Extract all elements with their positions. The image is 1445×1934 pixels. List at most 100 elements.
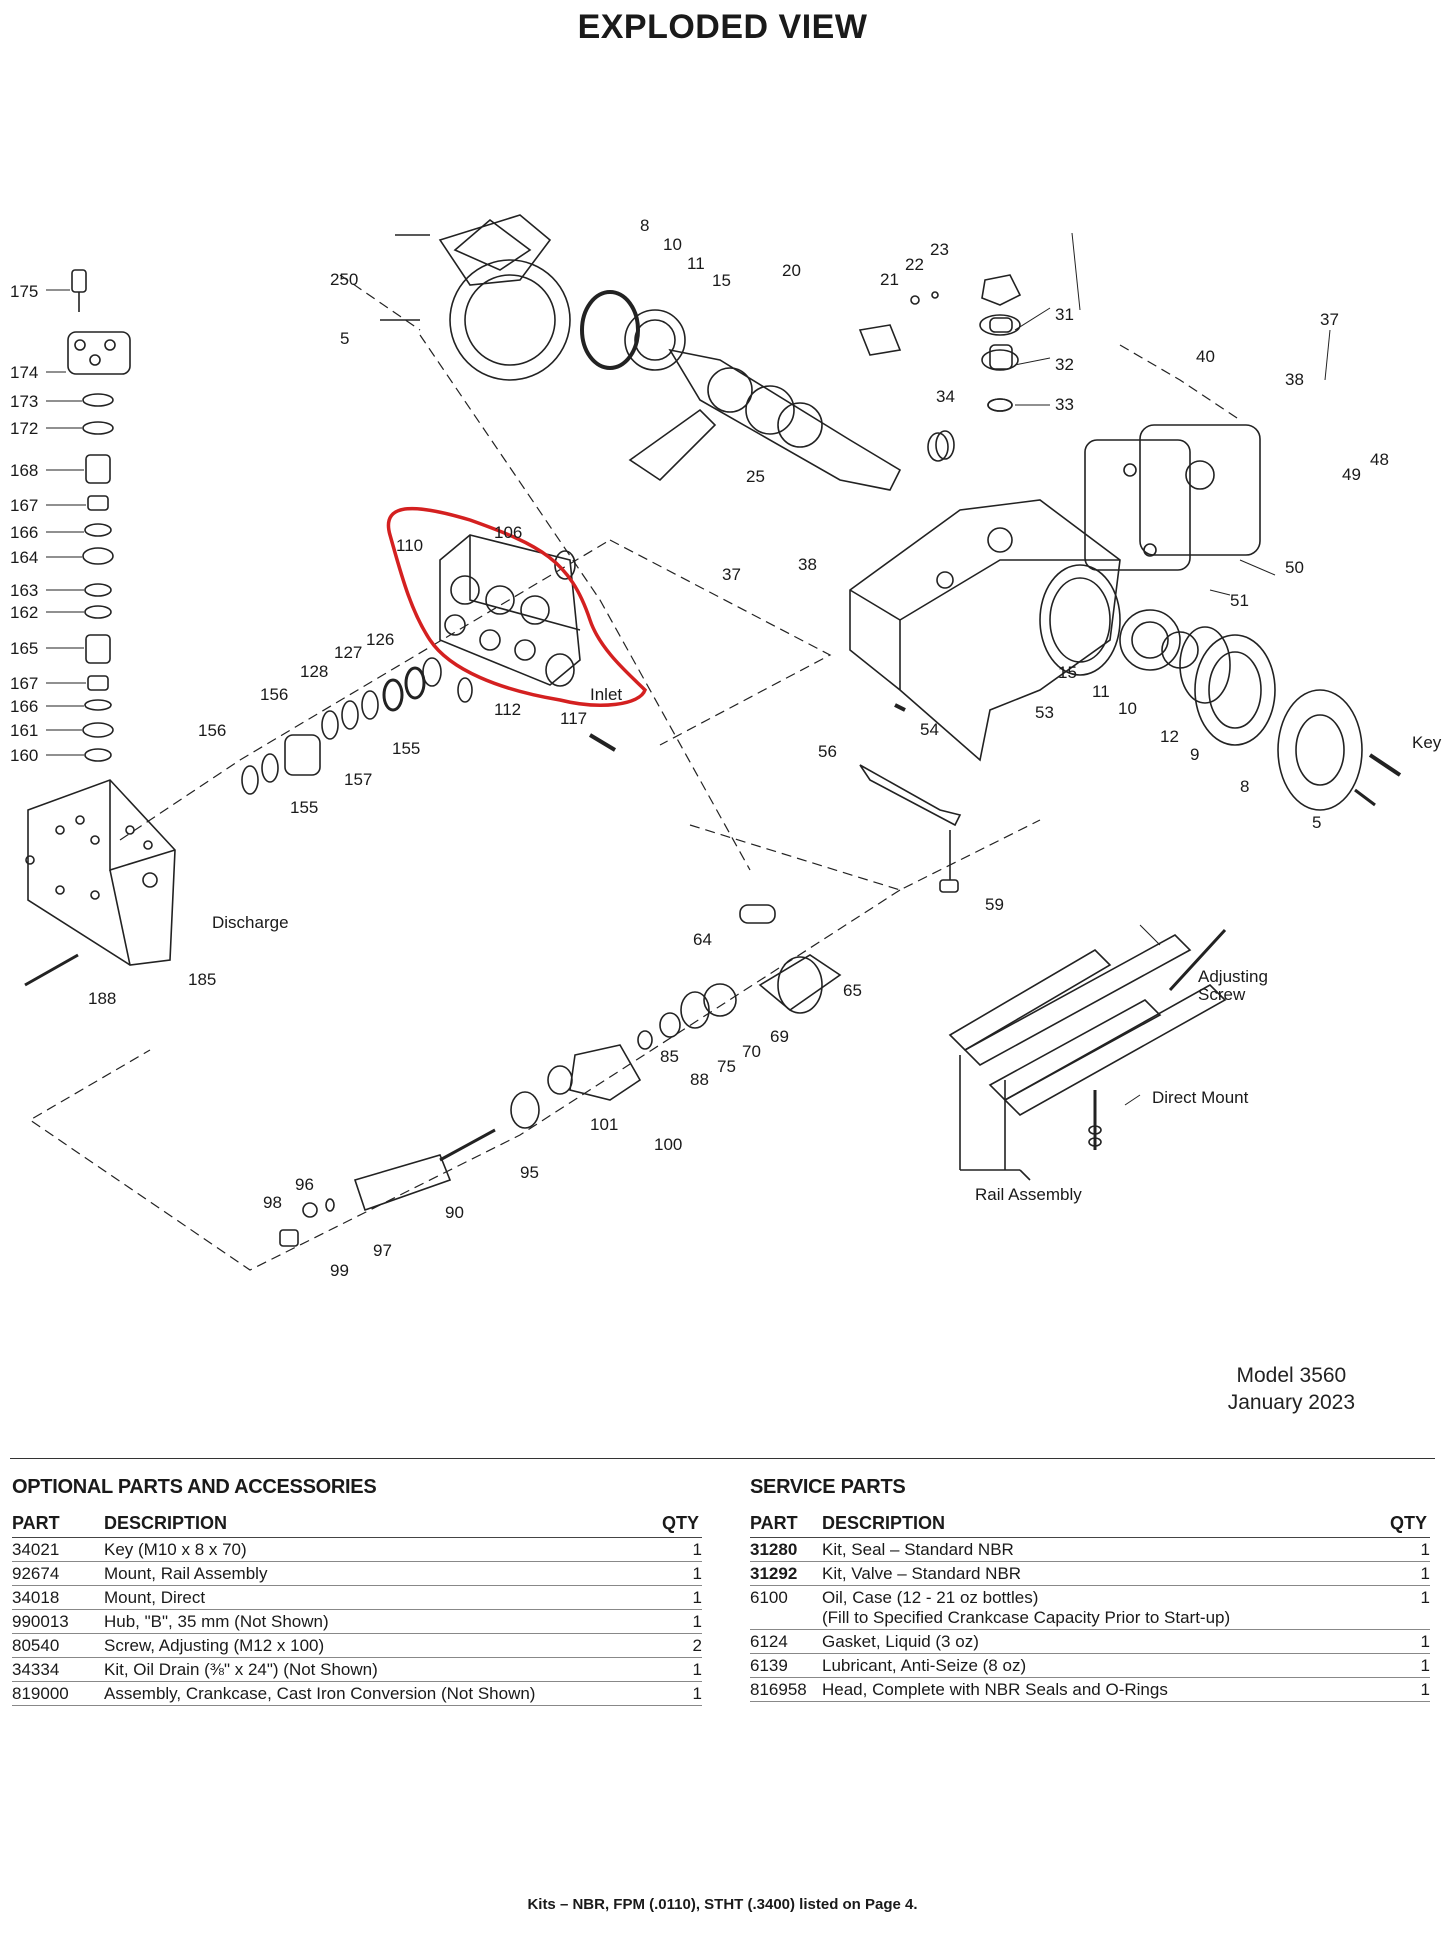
column-header-part: PART (750, 1511, 822, 1538)
direct-mount-label: Direct Mount (1152, 1088, 1249, 1107)
callout-10: 10 (663, 235, 682, 254)
callout-161: 161 (10, 721, 38, 740)
callout-88: 88 (690, 1070, 709, 1089)
callout-37: 37 (722, 565, 741, 584)
discharge-label: Discharge (212, 913, 289, 932)
callout-50: 50 (1285, 558, 1304, 577)
valve-stack-parts (67, 269, 131, 762)
oil-cap-parts (927, 274, 1022, 462)
callout-65: 65 (843, 981, 862, 1000)
callout-95: 95 (520, 1163, 539, 1182)
inlet-highlight (386, 506, 648, 707)
callout-70: 70 (742, 1042, 761, 1061)
description: Oil, Case (12 - 21 oz bottles) (822, 1588, 1039, 1607)
column-header-description: DESCRIPTION (104, 1511, 662, 1538)
crankshaft-assembly (380, 214, 1021, 491)
callout-22: 22 (905, 255, 924, 274)
callout-12: 12 (1160, 727, 1179, 746)
callout-25: 25 (746, 467, 765, 486)
callout-175: 175 (10, 282, 38, 301)
callout-11: 11 (687, 254, 705, 273)
callout-56: 56 (818, 742, 837, 761)
callout-173: 173 (10, 392, 38, 411)
callout-157: 157 (344, 770, 372, 789)
callout-15b: 15 (1058, 663, 1077, 682)
callout-155: 155 (392, 739, 420, 758)
callout-165: 165 (10, 639, 38, 658)
service-parts-section: SERVICE PARTS PART DESCRIPTION QTY 31280… (750, 1476, 1430, 1702)
diagram-labels: Inlet Discharge Key Adjusting Screw Dire… (212, 685, 1442, 1204)
exploded-view-diagram: 175 174 173 172 168 167 166 164 163 162 … (10, 214, 1442, 1280)
callout-38b: 38 (1285, 370, 1304, 389)
rail-assembly-label: Rail Assembly (975, 1185, 1082, 1204)
callout-167b: 167 (10, 674, 38, 693)
callout-51: 51 (1230, 591, 1249, 610)
callout-117: 117 (560, 709, 587, 728)
callout-5: 5 (340, 329, 349, 348)
callout-23: 23 (930, 240, 949, 259)
callout-128: 128 (300, 662, 328, 681)
callout-156b: 156 (260, 685, 288, 704)
column-header-qty: QTY (1390, 1511, 1430, 1538)
callout-33: 33 (1055, 395, 1074, 414)
callout-250: 250 (330, 270, 358, 289)
callout-160: 160 (10, 746, 38, 765)
callout-126: 126 (366, 630, 394, 649)
callout-69: 69 (770, 1027, 789, 1046)
callout-10b: 10 (1118, 699, 1137, 718)
callout-49: 49 (1342, 465, 1361, 484)
callout-48: 48 (1370, 450, 1389, 469)
seal-rings-row (241, 550, 617, 795)
callout-59: 59 (985, 895, 1004, 914)
callout-100: 100 (654, 1135, 682, 1154)
callout-21: 21 (880, 270, 899, 289)
column-header-part: PART (12, 1511, 104, 1538)
callout-9: 9 (1190, 745, 1199, 764)
adjusting-screw-label-2: Screw (1198, 985, 1246, 1004)
callout-110: 110 (396, 536, 423, 555)
column-header-qty: QTY (662, 1511, 702, 1538)
callout-85: 85 (660, 1047, 679, 1066)
callout-168: 168 (10, 461, 38, 480)
callout-97: 97 (373, 1241, 392, 1260)
callout-54: 54 (920, 720, 939, 739)
callout-numbers: 175 174 173 172 168 167 166 164 163 162 … (10, 216, 1389, 1280)
callout-167: 167 (10, 496, 38, 515)
model-info: Model 3560 January 2023 (1228, 1362, 1355, 1416)
callout-8b: 8 (1240, 777, 1249, 796)
callout-53: 53 (1035, 703, 1054, 722)
callout-11b: 11 (1092, 682, 1110, 701)
callout-20: 20 (782, 261, 801, 280)
adjusting-screw-label: Adjusting (1198, 967, 1268, 986)
callout-166b: 166 (10, 697, 38, 716)
callout-106: 106 (494, 523, 522, 542)
callout-96: 96 (295, 1175, 314, 1194)
optional-parts-heading: OPTIONAL PARTS AND ACCESSORIES (12, 1476, 377, 1498)
callout-64: 64 (693, 930, 712, 949)
manifold-head (439, 534, 581, 687)
side-cover-parts (894, 609, 1402, 811)
optional-parts-section: OPTIONAL PARTS AND ACCESSORIES PART DESC… (12, 1476, 702, 1706)
footer-note: Kits – NBR, FPM (.0110), STHT (.3400) li… (527, 1896, 918, 1913)
callout-163: 163 (10, 581, 38, 600)
callout-164: 164 (10, 548, 38, 567)
section-divider (10, 1458, 1435, 1459)
callout-15: 15 (712, 271, 731, 290)
callout-188: 188 (88, 989, 116, 1008)
callout-127: 127 (334, 643, 362, 662)
callout-101: 101 (590, 1115, 618, 1134)
drain-bracket (859, 764, 962, 893)
